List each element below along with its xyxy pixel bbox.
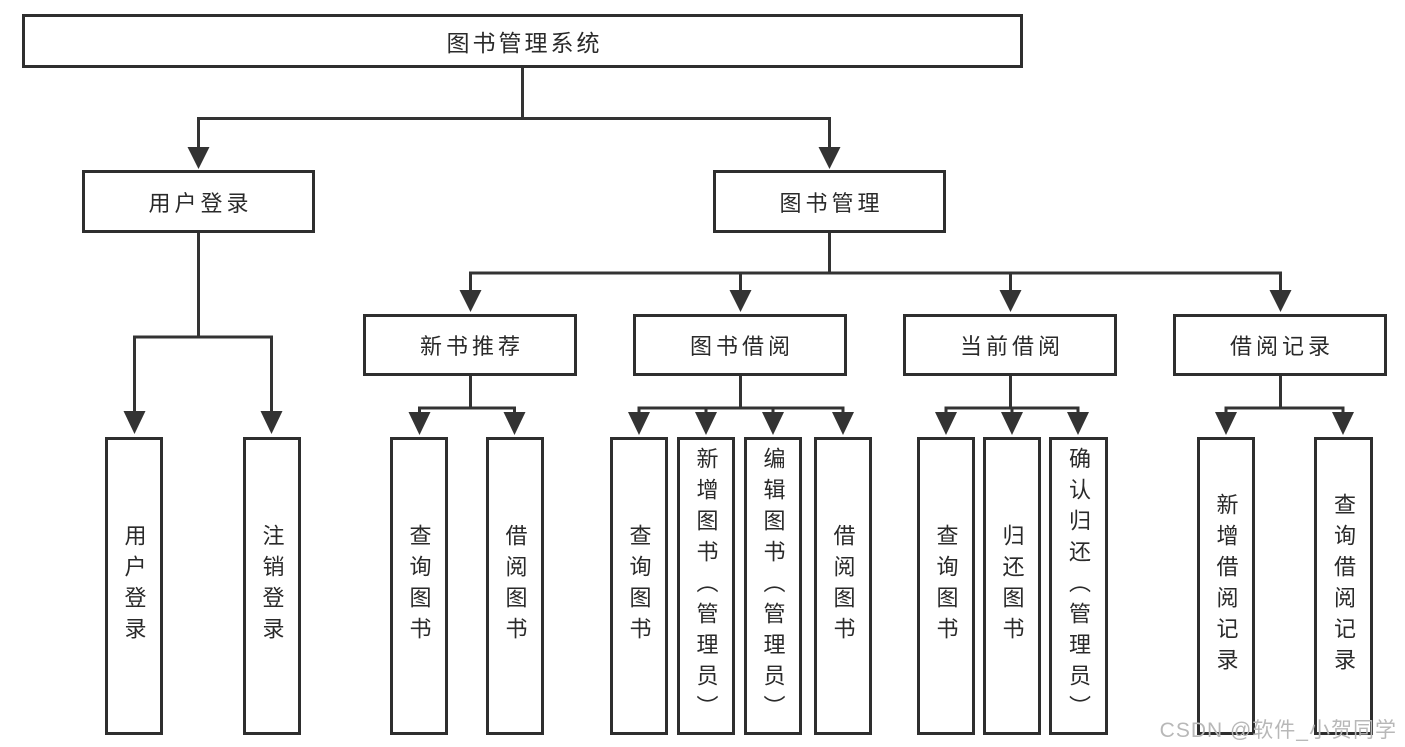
leaf-borrowing-borrow-books: 借阅图书 <box>814 437 872 735</box>
node-book-management: 图书管理 <box>713 170 946 233</box>
leaf-newbook-borrow-books: 借阅图书 <box>486 437 544 735</box>
leaf-label: 查询借阅记录 <box>1331 493 1357 679</box>
leaf-label: 查询图书 <box>933 524 959 648</box>
node-label: 图书借阅 <box>689 334 794 359</box>
node-label: 借阅记录 <box>1229 334 1334 359</box>
node-label: 图书管理系统 <box>446 30 603 56</box>
csdn-watermark: CSDN @软件_小贺同学 <box>1159 719 1397 742</box>
leaf-label: 用户登录 <box>121 524 147 648</box>
node-borrowing-records: 借阅记录 <box>1173 314 1387 376</box>
connector-current-borrowing-branch <box>935 376 1089 435</box>
node-label: 用户登录 <box>148 190 253 216</box>
leaf-current-query-books: 查询图书 <box>917 437 975 735</box>
leaf-label: 新增图书（管理员） <box>693 446 719 726</box>
leaf-label: 归还图书 <box>999 524 1025 648</box>
leaf-label: 编辑图书（管理员） <box>760 446 786 726</box>
node-book-borrowing: 图书借阅 <box>633 314 847 376</box>
leaf-borrowing-edit-books-admin: 编辑图书（管理员） <box>744 437 802 735</box>
node-new-book-recommend: 新书推荐 <box>363 314 577 376</box>
connector-book-borrowing-branch <box>628 376 854 435</box>
connector-user-login-branch <box>123 233 283 434</box>
leaf-label: 新增借阅记录 <box>1213 493 1239 679</box>
connector-book-management-to-level3 <box>459 233 1292 312</box>
leaf-records-add-borrow-record: 新增借阅记录 <box>1197 437 1255 735</box>
node-label: 图书管理 <box>779 190 884 216</box>
leaf-label: 注销登录 <box>259 524 285 648</box>
leaf-newbook-query-books: 查询图书 <box>390 437 448 735</box>
node-label: 当前借阅 <box>959 334 1064 359</box>
leaf-label: 查询图书 <box>406 524 432 648</box>
leaf-label: 确认归还（管理员） <box>1066 446 1092 726</box>
connector-new-book-recommend-branch <box>408 376 526 435</box>
node-library-management-system: 图书管理系统 <box>22 14 1023 68</box>
leaf-borrowing-add-books-admin: 新增图书（管理员） <box>677 437 735 735</box>
leaf-label: 查询图书 <box>626 524 652 648</box>
leaf-user-login: 用户登录 <box>105 437 163 735</box>
leaf-label: 借阅图书 <box>830 524 856 648</box>
leaf-current-confirm-return-admin: 确认归还（管理员） <box>1049 437 1108 735</box>
leaf-current-return-books: 归还图书 <box>983 437 1041 735</box>
leaf-logout-login: 注销登录 <box>243 437 301 735</box>
leaf-borrowing-query-books: 查询图书 <box>610 437 668 735</box>
node-label: 新书推荐 <box>419 334 524 359</box>
connector-borrowing-records-branch <box>1215 376 1354 435</box>
node-current-borrowing: 当前借阅 <box>903 314 1117 376</box>
node-user-login: 用户登录 <box>82 170 315 233</box>
leaf-records-query-borrow-record: 查询借阅记录 <box>1314 437 1373 735</box>
leaf-label: 借阅图书 <box>502 524 528 648</box>
connector-root-to-level2 <box>187 68 841 169</box>
